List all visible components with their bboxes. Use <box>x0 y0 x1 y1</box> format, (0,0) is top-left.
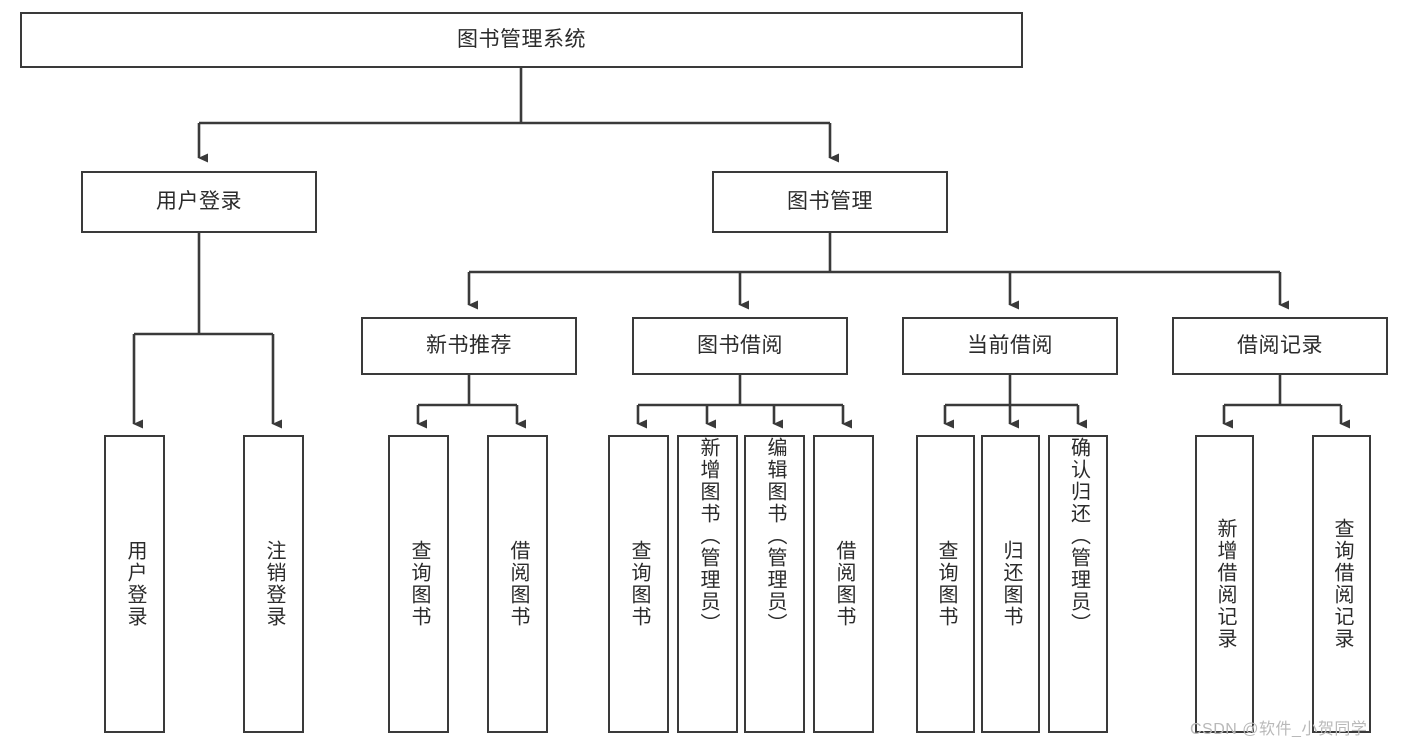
node-leaf-confirm-return-admin[interactable]: 确认归还（管理员） <box>1048 435 1108 733</box>
node-current-borrow[interactable]: 当前借阅 <box>902 317 1118 375</box>
node-label: 新增图书（管理员） <box>697 437 719 635</box>
node-label: 图书管理 <box>787 190 873 214</box>
node-label: 确认归还（管理员） <box>1067 437 1090 635</box>
node-root-system[interactable]: 图书管理系统 <box>20 12 1023 68</box>
node-label: 编辑图书（管理员） <box>764 437 786 635</box>
node-label: 查询图书 <box>628 540 650 628</box>
node-label: 借阅图书 <box>507 540 529 628</box>
node-label: 图书管理系统 <box>457 28 586 52</box>
node-label: 新增借阅记录 <box>1214 518 1236 650</box>
node-label: 当前借阅 <box>967 334 1053 358</box>
node-label: 借阅图书 <box>833 540 855 628</box>
node-new-book-recommend[interactable]: 新书推荐 <box>361 317 577 375</box>
node-leaf-return-book[interactable]: 归还图书 <box>981 435 1040 733</box>
node-label: 查询借阅记录 <box>1331 518 1353 650</box>
node-label: 图书借阅 <box>697 334 783 358</box>
node-leaf-query-book-borrow[interactable]: 查询图书 <box>608 435 669 733</box>
node-book-management[interactable]: 图书管理 <box>712 171 948 233</box>
node-label: 归还图书 <box>1000 540 1022 628</box>
node-leaf-query-borrow-record[interactable]: 查询借阅记录 <box>1312 435 1371 733</box>
node-leaf-logout[interactable]: 注销登录 <box>243 435 304 733</box>
node-book-borrow[interactable]: 图书借阅 <box>632 317 848 375</box>
watermark-credit: CSDN @软件_小贺同学 <box>1190 721 1368 738</box>
node-label: 借阅记录 <box>1237 334 1323 358</box>
node-label: 注销登录 <box>263 540 285 628</box>
node-leaf-edit-book-admin[interactable]: 编辑图书（管理员） <box>744 435 805 733</box>
node-leaf-user-login[interactable]: 用户登录 <box>104 435 165 733</box>
node-borrow-records[interactable]: 借阅记录 <box>1172 317 1388 375</box>
node-label: 查询图书 <box>935 540 957 628</box>
node-label: 新书推荐 <box>426 334 512 358</box>
node-leaf-borrow-book-recommend[interactable]: 借阅图书 <box>487 435 548 733</box>
node-leaf-add-book-admin[interactable]: 新增图书（管理员） <box>677 435 738 733</box>
node-leaf-add-borrow-record[interactable]: 新增借阅记录 <box>1195 435 1254 733</box>
node-leaf-borrow-book[interactable]: 借阅图书 <box>813 435 874 733</box>
node-label: 用户登录 <box>124 540 146 628</box>
node-leaf-query-book-recommend[interactable]: 查询图书 <box>388 435 449 733</box>
node-user-login[interactable]: 用户登录 <box>81 171 317 233</box>
node-label: 用户登录 <box>156 190 242 214</box>
node-label: 查询图书 <box>408 540 430 628</box>
node-leaf-query-book-current[interactable]: 查询图书 <box>916 435 975 733</box>
